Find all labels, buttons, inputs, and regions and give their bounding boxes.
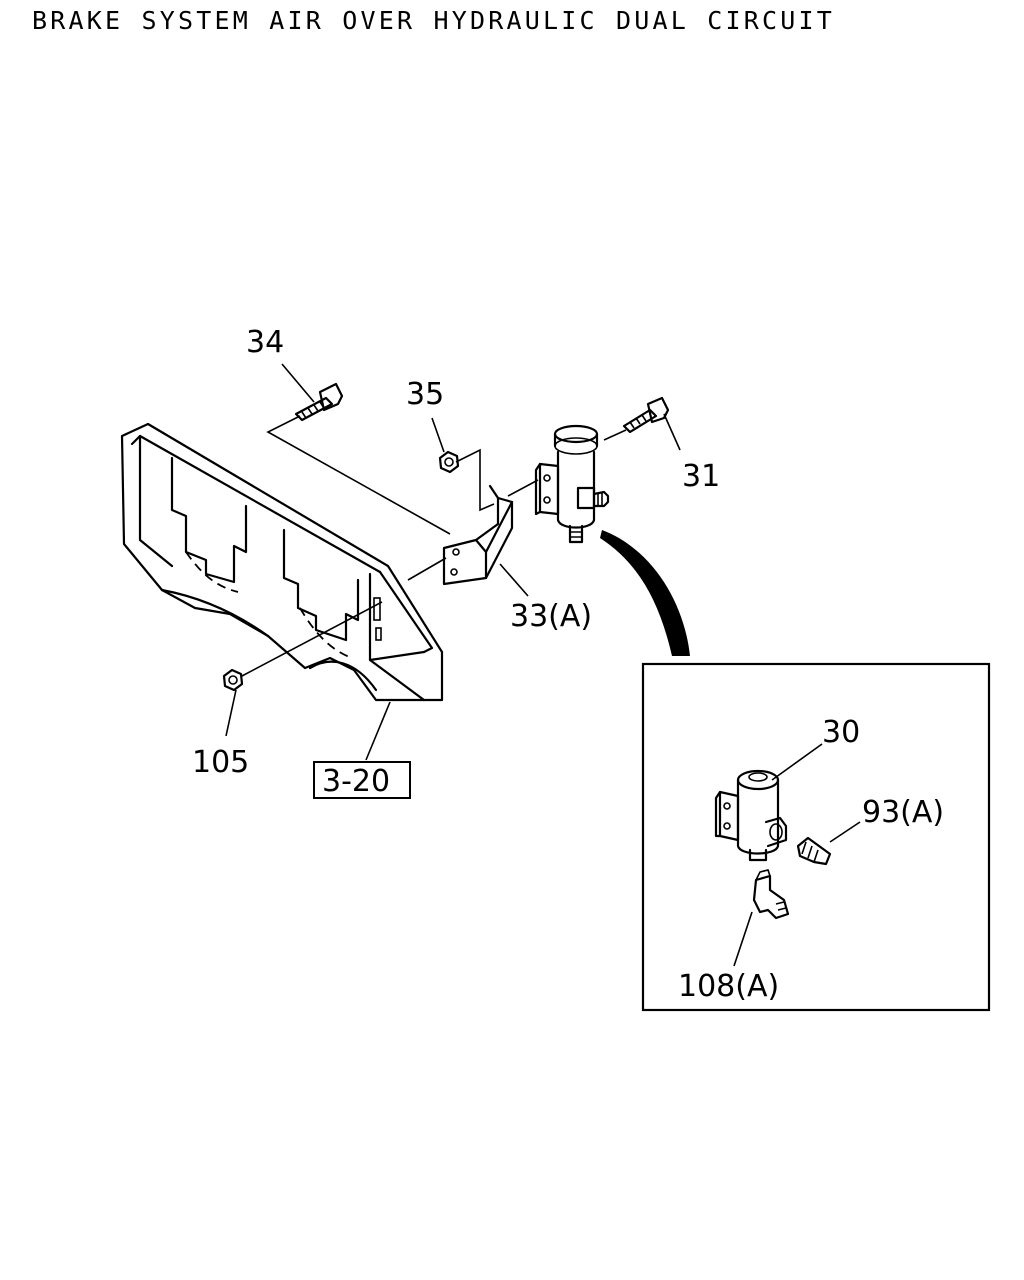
callout-105[interactable]: 105 [192,745,249,780]
callout-108a[interactable]: 108(A) [678,969,779,1004]
callout-31[interactable]: 31 [682,459,720,494]
callout-93a[interactable]: 93(A) [862,795,944,830]
bolt-34 [294,382,344,422]
fitting-93a [796,836,832,866]
callout-35[interactable]: 35 [406,377,444,412]
assembly-lines [225,363,681,761]
elbow-108a [752,869,790,920]
callout-ref-3-20[interactable]: 3-20 [322,764,390,799]
callout-33a[interactable]: 33(A) [510,599,592,634]
reference-box[interactable] [313,761,411,799]
detail-box [641,662,991,1012]
callout-30[interactable]: 30 [822,715,860,750]
nut-105 [222,668,244,692]
valve-30 [714,769,788,862]
detail-leaders [733,743,861,967]
bracket-33a [442,484,514,586]
bolt-31 [622,396,670,434]
callout-34[interactable]: 34 [246,325,284,360]
detail-arrow [600,530,690,656]
nut-35 [438,450,460,474]
frame-crossmember [120,422,444,702]
page-title: BRAKE SYSTEM AIR OVER HYDRAULIC DUAL CIR… [32,6,836,35]
valve-assembly [534,424,610,544]
